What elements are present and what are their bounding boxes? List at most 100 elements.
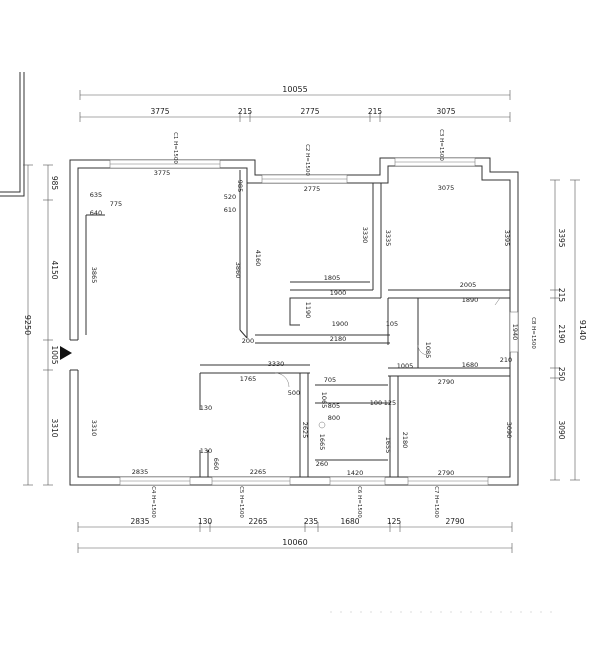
room-dim-r6-660: 660 [212, 458, 220, 470]
room-dim-r3-1680: 1680 [462, 361, 479, 369]
room-dim-r5-125: 125 [384, 399, 396, 407]
right-dimension-segments: 3395 215 2190 250 3090 [550, 179, 566, 481]
adjacent-wall-fragment [0, 72, 25, 197]
window-bottom-1 [119, 476, 191, 486]
room-dim-r5-100: 100 [370, 399, 382, 407]
window-tag-1: C1 H=1500 [172, 132, 178, 164]
window-tag-8: C8 H=1500 [530, 317, 536, 349]
window-tag-2: C2 H=1500 [304, 144, 310, 176]
top-seg-3: 2775 [300, 107, 319, 116]
bottom-dimension-segments: 2835 130 2265 235 1680 125 2790 [77, 517, 513, 532]
floor-drain-icon [318, 421, 326, 429]
room-dim-r5-1655: 1655 [384, 437, 392, 454]
room-dim-r2-1900b: 1900 [332, 320, 349, 328]
room-dim-r1-520: 520 [224, 193, 236, 201]
room-dim-r5-2790: 2790 [438, 378, 455, 386]
room-dim-r1-610: 610 [224, 206, 236, 214]
right-seg-4: 250 [557, 367, 566, 382]
room-dim-r3-top: 3075 [438, 184, 455, 192]
room-dim-r6-130: 130 [200, 447, 212, 455]
room-dim-r3-3335: 3335 [384, 230, 392, 247]
bottom-seg-6: 125 [387, 517, 402, 526]
room-dim-r2-top: 2775 [304, 185, 321, 193]
room-dim-r4-2625: 2625 [301, 422, 309, 439]
room-dim-r4-800: 800 [328, 414, 340, 422]
room-dim-r4-1765: 1765 [240, 375, 257, 383]
room-dim-r5-3090: 3090 [505, 422, 513, 439]
room-dim-r4-705: 705 [324, 376, 336, 384]
room-dim-r2-105: 105 [386, 320, 398, 328]
room-dim-r3-h: 3395 [503, 230, 511, 247]
room-dim-r3-1085: 1085 [424, 342, 432, 359]
room-dim-r2-1190: 1190 [304, 302, 312, 319]
room-dim-r6-3310: 3310 [90, 420, 98, 437]
room-dim-r4-1665: 1665 [318, 434, 326, 451]
top-dimension-segments: 3775 215 2775 215 3075 [79, 107, 511, 122]
bottom-seg-2: 130 [198, 517, 213, 526]
door-swings [274, 297, 501, 388]
room-dim-r4-1065: 1065 [320, 392, 328, 409]
top-seg-1: 3775 [150, 107, 169, 116]
top-seg-4: 215 [368, 107, 383, 116]
bottom-seg-5: 1680 [340, 517, 359, 526]
room-dim-r1-635: 635 [90, 191, 102, 199]
room-dim-r2-2180: 2180 [330, 335, 347, 343]
window-top-2 [261, 174, 348, 184]
left-dimension-total: 9250 [23, 164, 33, 486]
window-tag-3: C3 H=1500 [438, 129, 444, 161]
room-dim-r3-1940: 1940 [511, 324, 519, 341]
room-dim-r3-1890: 1890 [462, 296, 479, 304]
window-top-3 [394, 157, 476, 167]
room-dim-r4-1420: 1420 [347, 469, 364, 477]
room-dim-r1-640: 640 [90, 209, 102, 217]
room-dim-r2-h: 3330 [361, 227, 369, 244]
window-tag-4: C4 H=1500 [150, 486, 156, 518]
room-dim-r2-1805: 1805 [324, 274, 341, 282]
room-dim-r1-top: 3775 [154, 169, 171, 177]
left-seg-4: 3310 [50, 418, 59, 437]
bottom-total-label: 10060 [282, 538, 307, 547]
right-seg-1: 3395 [557, 228, 566, 247]
left-seg-1: 985 [50, 176, 59, 191]
bottom-seg-7: 2790 [445, 517, 464, 526]
room-dim-r6-2265: 2265 [250, 468, 267, 476]
entry-arrow-tail [60, 349, 65, 357]
top-total-label: 10055 [282, 85, 307, 94]
left-total-label: 9250 [23, 315, 32, 335]
window-tag-7: C7 H=1500 [433, 486, 439, 518]
room-dim-r1-h: 3865 [90, 267, 98, 284]
right-dimension-total: 9140 [570, 179, 587, 481]
left-seg-3: 1005 [50, 345, 59, 364]
interior-walls [85, 170, 510, 477]
window-top-1 [109, 159, 221, 169]
right-seg-5: 3090 [557, 420, 566, 439]
window-tag-6: C6 H=1500 [356, 486, 362, 518]
room-dim-r1-985: 985 [236, 180, 244, 192]
room-dim-r1-200: 200 [242, 337, 254, 345]
top-seg-2: 215 [238, 107, 253, 116]
room-dim-r4-500: 500 [288, 389, 300, 397]
bottom-seg-3: 2265 [248, 517, 267, 526]
left-seg-2: 4150 [50, 260, 59, 279]
top-seg-5: 3075 [436, 107, 455, 116]
room-dim-r3-210: 210 [500, 356, 512, 364]
room-dim-r6-2835: 2835 [132, 468, 149, 476]
room-dim-r4-130: 130 [200, 404, 212, 412]
room-dim-r2-4160: 4160 [254, 250, 262, 267]
window-bottom-4 [407, 476, 489, 486]
left-dimension-segments: 985 4150 1005 3310 [43, 164, 59, 486]
top-dimension-total: 10055 [79, 85, 511, 100]
bottom-dimension-total: 10060 [77, 538, 513, 553]
room-dim-r3-2005: 2005 [460, 281, 477, 289]
window-tag-5: C5 H=1500 [238, 486, 244, 518]
room-dim-r1-3860: 3860 [234, 262, 242, 279]
room-dim-r3-1005: 1005 [397, 362, 414, 370]
window-bottom-2 [211, 476, 291, 486]
window-right-1 [509, 311, 519, 353]
room-dim-r4-3330: 3330 [268, 360, 285, 368]
room-dim-r5-2790b: 2790 [438, 469, 455, 477]
right-seg-2: 215 [557, 288, 566, 303]
bottom-seg-1: 2835 [130, 517, 149, 526]
outer-walls [69, 157, 519, 486]
